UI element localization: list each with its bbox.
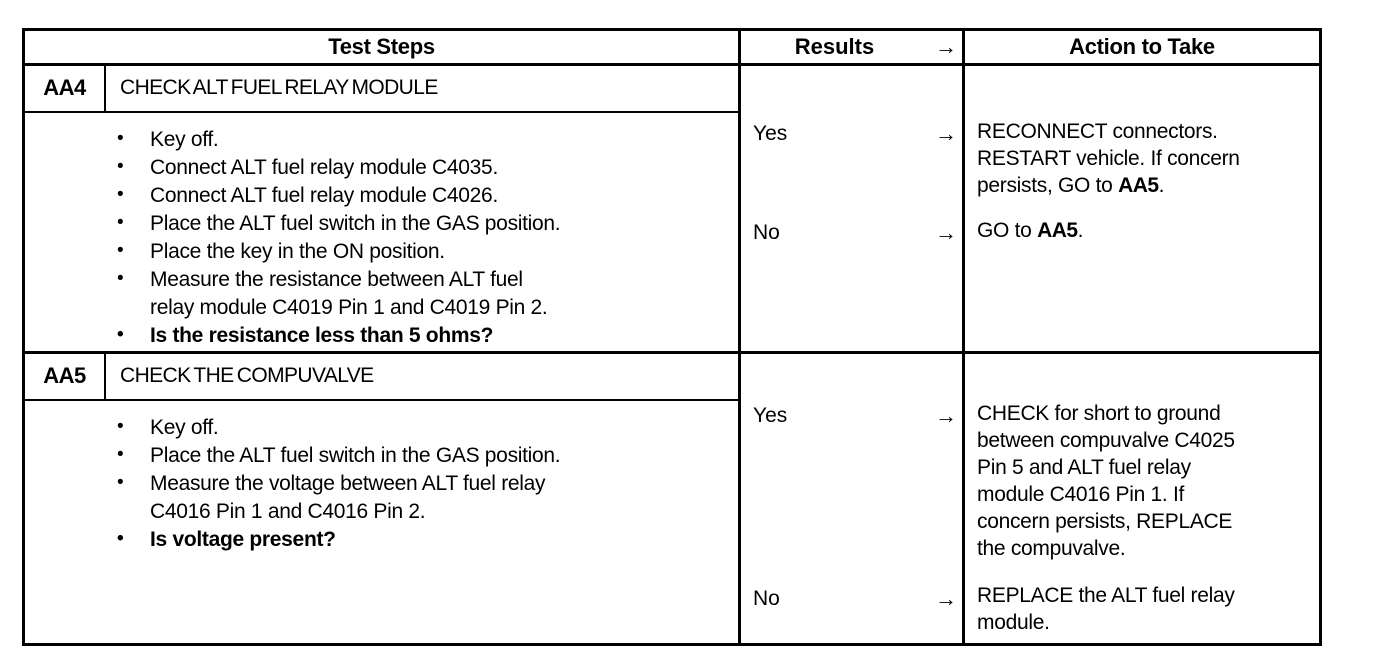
action-cell-aa4: RECONNECT connectors. RESTART vehicle. I…: [965, 66, 1319, 351]
header-results: Results →: [741, 31, 965, 63]
action-text-part: REPLACE the ALT fuel relay module.: [977, 584, 1235, 634]
result-label: No: [753, 221, 780, 244]
results-cell-aa5: Yes → No →: [741, 354, 965, 643]
action-step-ref: AA5: [1037, 219, 1078, 242]
step-bullet: Key off.: [117, 125, 730, 154]
results-cell-aa4: Yes → No →: [741, 66, 965, 351]
test-steps-cell-aa4: AA4 CHECK ALT FUEL RELAY MODULE Key off.…: [25, 66, 741, 351]
action-cell-aa5: CHECK for short to ground between compuv…: [965, 354, 1319, 643]
result-yes: Yes →: [753, 402, 957, 429]
step-title-aa5: CHECK THE COMPUVALVE: [120, 364, 374, 387]
result-label: Yes: [753, 122, 788, 145]
header-test-steps: Test Steps: [25, 31, 741, 63]
result-label: No: [753, 587, 780, 610]
action-text-part: CHECK for short to ground between compuv…: [977, 402, 1235, 560]
action-step-ref: AA5: [1118, 174, 1159, 197]
step-bullet: Measure the resistance between ALT fuel …: [117, 265, 730, 322]
right-arrow-icon: →: [935, 220, 957, 245]
step-bullet: Connect ALT fuel relay module C4026.: [117, 181, 730, 210]
action-text-part: .: [1158, 174, 1165, 197]
step-bullet-list-aa5: Key off. Place the ALT fuel switch in th…: [25, 401, 738, 643]
action-text-part: GO to: [977, 219, 1038, 242]
action-text-no: GO to AA5.: [977, 217, 1309, 244]
result-no: No →: [753, 219, 957, 246]
right-arrow-icon: →: [935, 403, 957, 428]
step-bullet-list-aa4: Key off. Connect ALT fuel relay module C…: [25, 113, 738, 351]
step-bullet: Connect ALT fuel relay module C4035.: [117, 153, 730, 182]
step-question: Is the resistance less than 5 ohms?: [117, 321, 730, 350]
action-text-part: .: [1077, 219, 1084, 242]
step-label-row-aa5: AA5 CHECK THE COMPUVALVE: [25, 354, 738, 401]
step-question: Is voltage present?: [117, 525, 730, 554]
result-yes: Yes →: [753, 120, 957, 147]
header-action-to-take: Action to Take: [1069, 34, 1215, 59]
step-label-row-aa4: AA4 CHECK ALT FUEL RELAY MODULE: [25, 66, 738, 113]
header-results-label: Results: [794, 34, 875, 59]
step-bullet: Place the ALT fuel switch in the GAS pos…: [117, 209, 730, 238]
test-block-aa4: AA4 CHECK ALT FUEL RELAY MODULE Key off.…: [25, 66, 1319, 354]
action-text-yes: CHECK for short to ground between compuv…: [977, 400, 1309, 562]
table-header-row: Test Steps Results → Action to Take: [25, 31, 1319, 66]
right-arrow-icon: →: [935, 586, 957, 611]
right-arrow-icon: →: [935, 121, 957, 146]
result-label: Yes: [753, 404, 788, 427]
pinpoint-test-table: Test Steps Results → Action to Take AA4 …: [22, 28, 1322, 646]
step-title-aa4: CHECK ALT FUEL RELAY MODULE: [120, 76, 438, 99]
step-id-aa5: AA5: [25, 354, 106, 399]
test-steps-cell-aa5: AA5 CHECK THE COMPUVALVE Key off. Place …: [25, 354, 741, 643]
action-text-yes: RECONNECT connectors. RESTART vehicle. I…: [977, 118, 1309, 199]
step-bullet: Key off.: [117, 413, 730, 442]
right-arrow-icon: →: [935, 34, 957, 59]
action-text-no: REPLACE the ALT fuel relay module.: [977, 582, 1309, 636]
step-bullet: Measure the voltage between ALT fuel rel…: [117, 469, 730, 526]
result-no: No →: [753, 585, 957, 612]
step-id-aa4: AA4: [25, 66, 106, 111]
step-bullet: Place the ALT fuel switch in the GAS pos…: [117, 441, 730, 470]
step-bullet: Place the key in the ON position.: [117, 237, 730, 266]
test-block-aa5: AA5 CHECK THE COMPUVALVE Key off. Place …: [25, 354, 1319, 643]
action-text-part: RECONNECT connectors. RESTART vehicle. I…: [977, 120, 1240, 197]
